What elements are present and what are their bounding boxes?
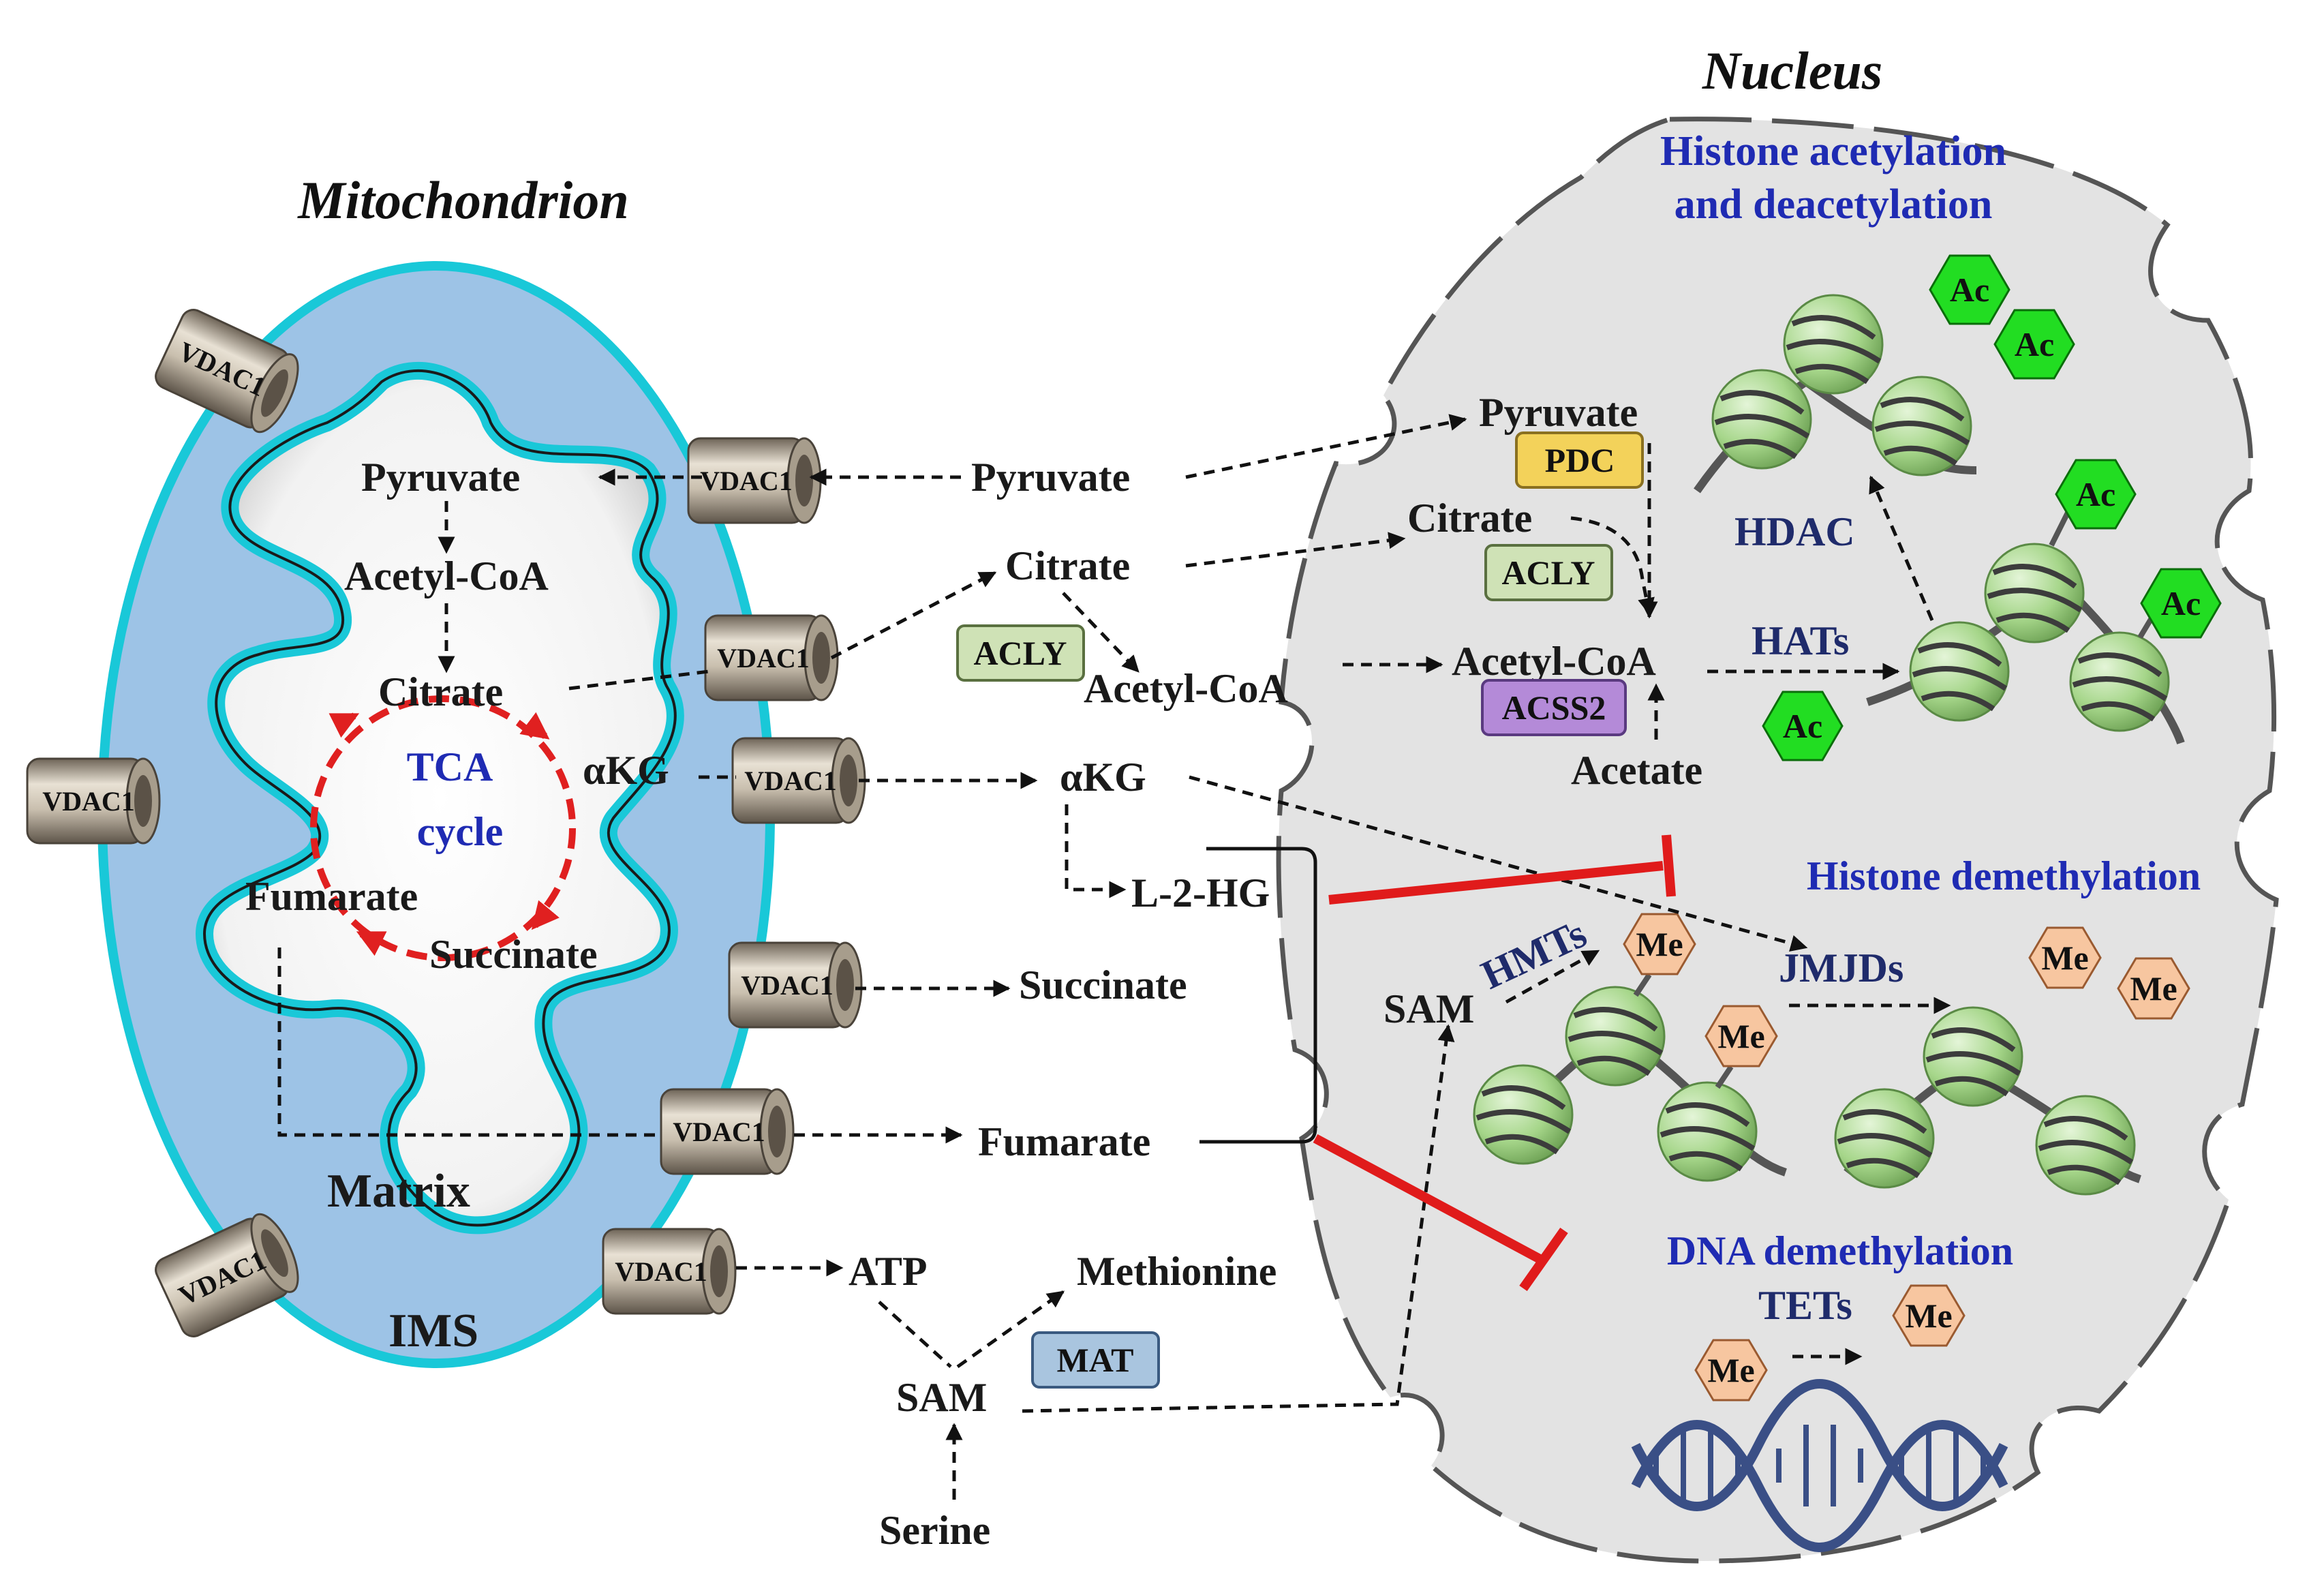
acly-cyto-enzyme-box: ACLY [956, 624, 1085, 682]
mito-succinate: Succinate [429, 932, 598, 977]
methyl-mark: Me [1694, 1339, 1768, 1401]
cyto-akg: αKG [1060, 755, 1146, 800]
svg-text:Me: Me [1636, 925, 1683, 963]
nucleus [1276, 117, 2279, 1564]
methyl-mark: Me [1623, 913, 1696, 975]
cyto-pyruvate: Pyruvate [971, 455, 1130, 500]
vdac1-channel: VDAC1 [151, 305, 309, 440]
methyl-mark: Me [2028, 926, 2102, 989]
dna-demethylation-header: DNA demethylation [1667, 1228, 2013, 1273]
nucleus-title: Nucleus [1702, 41, 1882, 100]
vdac1-channel: VDAC1 [26, 757, 161, 845]
mitochondrion-title: Mitochondrion [296, 170, 628, 230]
acly-nuclear-enzyme-box: ACLY [1484, 544, 1613, 601]
cyto-succinate: Succinate [1019, 963, 1187, 1007]
mito-akg: αKG [583, 748, 669, 793]
nucleosome-fiber-deacetylated [1694, 295, 1977, 494]
svg-text:Me: Me [1707, 1351, 1754, 1389]
svg-text:VDAC1: VDAC1 [673, 1117, 765, 1147]
svg-text:ACSS2: ACSS2 [1502, 688, 1606, 727]
mito-fumarate: Fumarate [245, 874, 418, 919]
jmjds-label: JMJDs [1779, 945, 1903, 990]
svg-text:VDAC1: VDAC1 [717, 643, 810, 673]
cyto-citrate: Citrate [1005, 543, 1130, 588]
hats-label: HATs [1752, 618, 1849, 663]
matrix-label: Matrix [327, 1165, 470, 1217]
mito-pyruvate: Pyruvate [361, 455, 520, 500]
svg-text:PDC: PDC [1545, 441, 1615, 479]
vdac1-channel: VDAC1 [660, 1088, 795, 1175]
cyto-serine: Serine [879, 1508, 990, 1553]
svg-text:Me: Me [1905, 1297, 1952, 1335]
nuclear-envelope [1276, 117, 2279, 1564]
vdac1-channel: VDAC1 [704, 614, 839, 701]
svg-text:Ac: Ac [2076, 475, 2115, 513]
methyl-mark: Me [1892, 1284, 1966, 1347]
nuc-sam: SAM [1383, 986, 1474, 1031]
vdac1-channel: VDAC1 [731, 737, 866, 824]
pdc-enzyme-box: PDC [1515, 431, 1644, 489]
cyto-fumarate: Fumarate [978, 1119, 1150, 1164]
pathway-arrows [568, 414, 1951, 1500]
cyto-sam: SAM [896, 1375, 987, 1420]
histone-demethylation-header: Histone demethylation [1807, 853, 2201, 898]
mat-enzyme-box: MAT [1031, 1331, 1160, 1389]
cyto-l2hg: L-2-HG [1131, 870, 1270, 915]
tca-cycle-ring [310, 695, 576, 961]
cyto-acetyl-coa: Acetyl-CoA [1084, 666, 1288, 711]
methyl-mark: Me [2117, 957, 2190, 1020]
acetylation-header-2: and deacetylation [1675, 181, 1993, 228]
svg-text:Me: Me [2041, 939, 2088, 977]
svg-text:VDAC1: VDAC1 [744, 766, 837, 796]
acetylation-header-1: Histone acetylation [1660, 128, 2006, 175]
dna-helix-icon [1631, 1379, 2008, 1552]
svg-text:ACLY: ACLY [973, 634, 1067, 672]
nuc-acetyl-coa: Acetyl-CoA [1452, 639, 1656, 684]
vdac1-channel: VDAC1 [728, 941, 863, 1029]
mitochondrion: TCA cycle Pyruvate Acetyl-CoA Citrate αK… [97, 261, 775, 1368]
svg-text:Me: Me [2130, 969, 2177, 1007]
nucleosome-fiber-methylated [1474, 973, 1787, 1181]
svg-text:Ac: Ac [2015, 325, 2054, 363]
vdac1-channel: VDAC1 [602, 1228, 737, 1315]
nuc-pyruvate: Pyruvate [1479, 390, 1638, 435]
nuc-acetate: Acetate [1571, 748, 1702, 793]
svg-text:Ac: Ac [1950, 271, 1989, 309]
tca-label-1: TCA [407, 744, 493, 789]
svg-text:VDAC1: VDAC1 [42, 786, 135, 817]
svg-text:Me: Me [1717, 1017, 1764, 1055]
cyto-methionine: Methionine [1077, 1249, 1276, 1294]
tca-label-2: cycle [417, 809, 504, 854]
acetyl-mark: Ac [1929, 254, 2010, 325]
nuc-citrate: Citrate [1407, 496, 1532, 541]
acetyl-mark: Ac [2140, 568, 2222, 639]
oncometabolite-inhibition [1199, 834, 1676, 1292]
svg-text:VDAC1: VDAC1 [741, 970, 834, 1001]
acss2-enzyme-box: ACSS2 [1481, 679, 1627, 736]
acetyl-mark: Ac [1993, 309, 2075, 380]
vdac1-channel: VDAC1 [151, 1207, 309, 1342]
tets-label: TETs [1758, 1283, 1852, 1328]
cyto-atp: ATP [848, 1249, 928, 1294]
svg-text:VDAC1: VDAC1 [700, 466, 793, 496]
svg-text:MAT: MAT [1057, 1341, 1134, 1379]
nucleosome-fiber-demethylated [1835, 1007, 2141, 1194]
svg-text:Ac: Ac [1783, 707, 1822, 745]
acetyl-mark: Ac [1762, 691, 1844, 761]
acetyl-mark: Ac [2055, 459, 2137, 530]
svg-text:VDAC1: VDAC1 [615, 1256, 707, 1287]
mito-acetyl-coa: Acetyl-CoA [344, 554, 549, 598]
svg-text:Ac: Ac [2161, 584, 2201, 622]
hdac-label: HDAC [1734, 509, 1855, 554]
methyl-mark: Me [1704, 1005, 1778, 1067]
mito-citrate: Citrate [378, 669, 503, 714]
svg-text:ACLY: ACLY [1501, 554, 1595, 592]
ims-label: IMS [388, 1305, 478, 1357]
vdac1-channel: VDAC1 [687, 437, 822, 524]
